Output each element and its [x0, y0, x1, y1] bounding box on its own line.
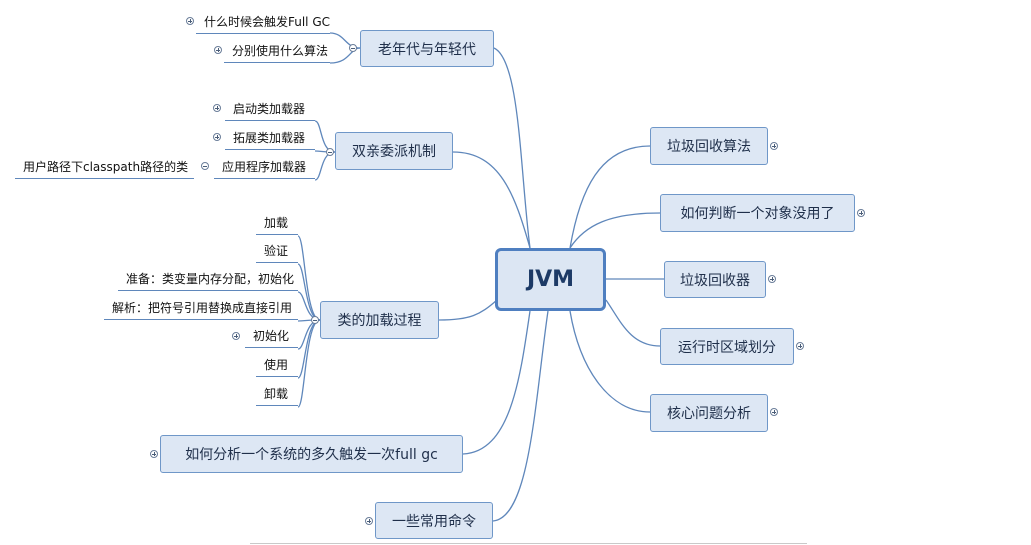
collapse-toggle-icon[interactable] — [326, 148, 334, 156]
collapse-toggle-icon[interactable] — [201, 162, 209, 170]
expand-toggle-icon[interactable] — [365, 517, 373, 525]
topic-old-young[interactable]: 老年代与年轻代 — [360, 30, 494, 67]
leaf-extension-loader[interactable]: 拓展类加载器 — [225, 131, 315, 150]
expand-toggle-icon[interactable] — [768, 275, 776, 283]
leaf-classpath-classes[interactable]: 用户路径下classpath路径的类 — [15, 160, 194, 179]
topic-commands[interactable]: 一些常用命令 — [375, 502, 493, 539]
leaf-usage[interactable]: 使用 — [256, 358, 298, 377]
link-object-useless — [569, 212, 661, 249]
link-runtime-areas — [605, 299, 661, 347]
leaf-preparation[interactable]: 准备：类变量内存分配，初始化 — [118, 272, 298, 291]
expand-toggle-icon[interactable] — [796, 342, 804, 350]
leaf-verification[interactable]: 验证 — [256, 244, 298, 263]
expand-toggle-icon[interactable] — [770, 142, 778, 150]
topic-collector[interactable]: 垃圾回收器 — [664, 261, 766, 298]
leaf-resolution[interactable]: 解析：把符号引用替换成直接引用 — [104, 301, 298, 320]
leaf-loading[interactable]: 加载 — [256, 216, 298, 235]
expand-toggle-icon[interactable] — [857, 209, 865, 217]
topic-parent-delegation[interactable]: 双亲委派机制 — [335, 132, 453, 170]
leaf-unloading[interactable]: 卸载 — [256, 387, 298, 406]
expand-toggle-icon[interactable] — [214, 46, 222, 54]
link-full-gc-analysis — [462, 310, 531, 455]
leaf-application-loader[interactable]: 应用程序加载器 — [214, 160, 315, 179]
link-class-loading — [438, 299, 498, 321]
topic-object-useless[interactable]: 如何判断一个对象没用了 — [660, 194, 855, 232]
link-old-young — [493, 47, 531, 249]
root-topic[interactable]: JVM — [495, 248, 606, 311]
expand-toggle-icon[interactable] — [150, 450, 158, 458]
link-commands — [492, 310, 549, 522]
expand-toggle-icon[interactable] — [213, 104, 221, 112]
link-parent-delegation — [452, 151, 531, 249]
expand-toggle-icon[interactable] — [186, 17, 194, 25]
leaf-algorithms[interactable]: 分别使用什么算法 — [224, 44, 330, 63]
collapse-toggle-icon[interactable] — [311, 316, 319, 324]
link-core-issues — [569, 310, 651, 413]
topic-core-issues[interactable]: 核心问题分析 — [650, 394, 768, 432]
expand-toggle-icon[interactable] — [213, 133, 221, 141]
topic-class-loading[interactable]: 类的加载过程 — [320, 301, 439, 339]
topic-runtime-areas[interactable]: 运行时区域划分 — [660, 328, 794, 365]
link-gc-algorithm — [569, 145, 651, 249]
collapse-toggle-icon[interactable] — [349, 44, 357, 52]
topic-full-gc-analysis[interactable]: 如何分析一个系统的多久触发一次full gc — [160, 435, 463, 473]
canvas-scroll-edge — [250, 543, 807, 544]
topic-gc-algorithm[interactable]: 垃圾回收算法 — [650, 127, 768, 165]
leaf-bootstrap-loader[interactable]: 启动类加载器 — [225, 102, 315, 121]
leaf-initialization[interactable]: 初始化 — [245, 329, 298, 348]
leaf-full-gc-trigger[interactable]: 什么时候会触发Full GC — [196, 15, 330, 34]
expand-toggle-icon[interactable] — [232, 332, 240, 340]
expand-toggle-icon[interactable] — [770, 408, 778, 416]
